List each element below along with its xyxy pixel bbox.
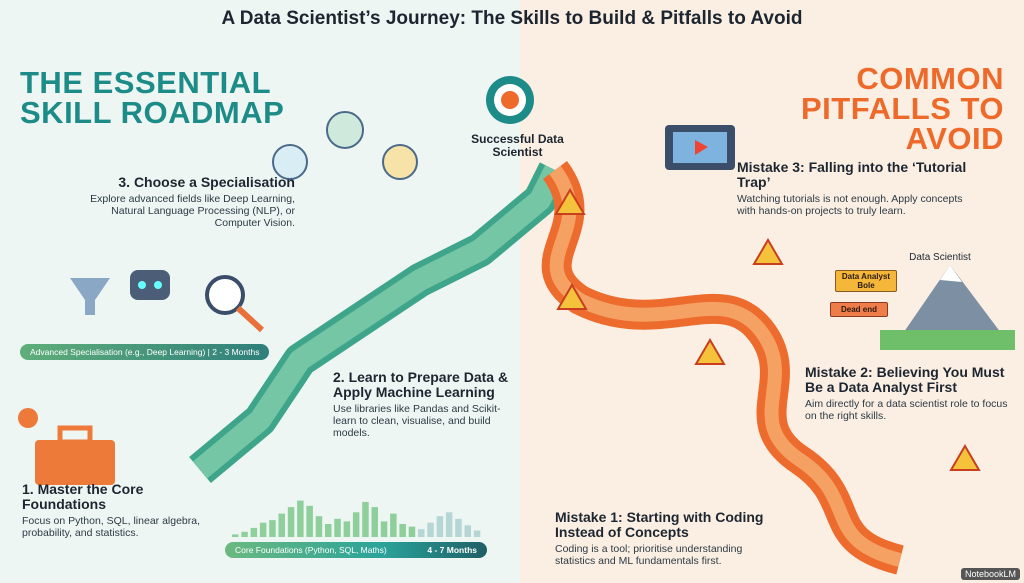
page-title: A Data Scientist’s Journey: The Skills t… bbox=[221, 8, 803, 29]
mistake-2: Mistake 2: Believing You Must Be a Data … bbox=[805, 364, 1020, 423]
core-pill-duration: 4 - 7 Months bbox=[427, 545, 477, 555]
histogram-bar bbox=[445, 512, 453, 537]
timeline-histogram bbox=[232, 500, 481, 537]
pitfalls-heading-line: AVOID bbox=[905, 121, 1004, 156]
roadmap-heading-line: THE ESSENTIAL bbox=[20, 65, 272, 100]
warning-icon bbox=[554, 188, 981, 471]
mistake-desc: Aim directly for a data scientist role t… bbox=[805, 398, 1008, 422]
step-title: 3. Choose a Specialisation bbox=[118, 174, 295, 190]
histogram-bar bbox=[427, 522, 434, 537]
funnel-icon bbox=[70, 278, 110, 315]
pitfalls-heading: COMMON PITFALLS TO AVOID bbox=[801, 61, 1004, 156]
mistake-desc: Coding is a tool; prioritise understandi… bbox=[555, 543, 743, 567]
toolbox-icon bbox=[18, 408, 115, 485]
mountain-icon bbox=[880, 265, 1015, 350]
histogram-bar bbox=[464, 525, 471, 537]
tutorial-screens-icon bbox=[665, 125, 735, 170]
camera-icon bbox=[382, 144, 418, 180]
histogram-bar bbox=[297, 500, 304, 537]
step-3: 3. Choose a Specialisation Explore advan… bbox=[85, 174, 295, 230]
sign-data-analyst: Data Analyst Bole bbox=[835, 270, 897, 292]
mistake-title: Mistake 2: Believing You Must Be a Data … bbox=[805, 364, 1005, 395]
histogram-bar bbox=[418, 529, 425, 537]
step-2: 2. Learn to Prepare Data & Apply Machine… bbox=[333, 369, 513, 440]
histogram-bar bbox=[380, 521, 388, 537]
core-duration-pill: Core Foundations (Python, SQL, Maths) 4 … bbox=[225, 542, 487, 558]
chat-icon bbox=[272, 144, 308, 180]
histogram-bar bbox=[455, 518, 462, 537]
mistake-1: Mistake 1: Starting with Coding Instead … bbox=[555, 509, 785, 568]
histogram-bar bbox=[269, 520, 276, 537]
advanced-duration-pill: Advanced Specialisation (e.g., Deep Lear… bbox=[20, 344, 270, 360]
histogram-bar bbox=[352, 512, 360, 537]
target-icon bbox=[486, 76, 534, 124]
histogram-bar bbox=[306, 505, 313, 537]
mistake-title: Mistake 3: Falling into the ‘Tutorial Tr… bbox=[737, 159, 967, 190]
histogram-bar bbox=[232, 534, 239, 537]
watermark: NotebookLM bbox=[960, 568, 1020, 580]
roadmap-heading: THE ESSENTIAL SKILL ROADMAP bbox=[20, 65, 285, 130]
histogram-bar bbox=[436, 516, 444, 537]
histogram-bar bbox=[241, 531, 248, 537]
histogram-bar bbox=[473, 530, 481, 537]
histogram-bar bbox=[250, 527, 258, 537]
mountain-label: Data Scientist bbox=[909, 252, 971, 263]
histogram-bar bbox=[334, 518, 341, 537]
histogram-bar bbox=[287, 507, 295, 537]
histogram-bar bbox=[408, 526, 416, 537]
step-title: 1. Master the Core Foundations bbox=[22, 481, 144, 512]
histogram-bar bbox=[278, 513, 285, 537]
step-desc: Explore advanced fields like Deep Learni… bbox=[90, 193, 295, 229]
sign-dead-end: Dead end bbox=[830, 302, 888, 317]
histogram-bar bbox=[343, 521, 351, 537]
roadmap-heading-line: SKILL ROADMAP bbox=[20, 95, 285, 130]
histogram-bar bbox=[371, 507, 378, 537]
histogram-bar bbox=[390, 513, 397, 537]
core-pill-label: Core Foundations (Python, SQL, Maths) bbox=[235, 545, 387, 555]
histogram-bar bbox=[362, 501, 369, 537]
mistake-desc: Watching tutorials is not enough. Apply … bbox=[737, 193, 963, 217]
robot-icon bbox=[130, 270, 170, 300]
histogram-bar bbox=[399, 524, 406, 537]
goal-label: Successful Data Scientist bbox=[471, 132, 564, 159]
mistake-title: Mistake 1: Starting with Coding Instead … bbox=[555, 509, 764, 540]
step-desc: Focus on Python, SQL, linear algebra, pr… bbox=[22, 515, 201, 539]
histogram-bar bbox=[259, 522, 267, 537]
step-desc: Use libraries like Pandas and Scikit-lea… bbox=[333, 403, 501, 439]
mistake-3: Mistake 3: Falling into the ‘Tutorial Tr… bbox=[737, 159, 977, 218]
step-title: 2. Learn to Prepare Data & Apply Machine… bbox=[333, 369, 509, 400]
pitfalls-heading-line: COMMON bbox=[856, 61, 1004, 96]
brain-icon bbox=[326, 111, 364, 149]
histogram-bar bbox=[325, 524, 332, 537]
histogram-bar bbox=[315, 516, 323, 537]
magnifier-icon bbox=[205, 275, 265, 333]
pitfalls-heading-line: PITFALLS TO bbox=[801, 91, 1004, 126]
step-1: 1. Master the Core Foundations Focus on … bbox=[22, 481, 222, 540]
